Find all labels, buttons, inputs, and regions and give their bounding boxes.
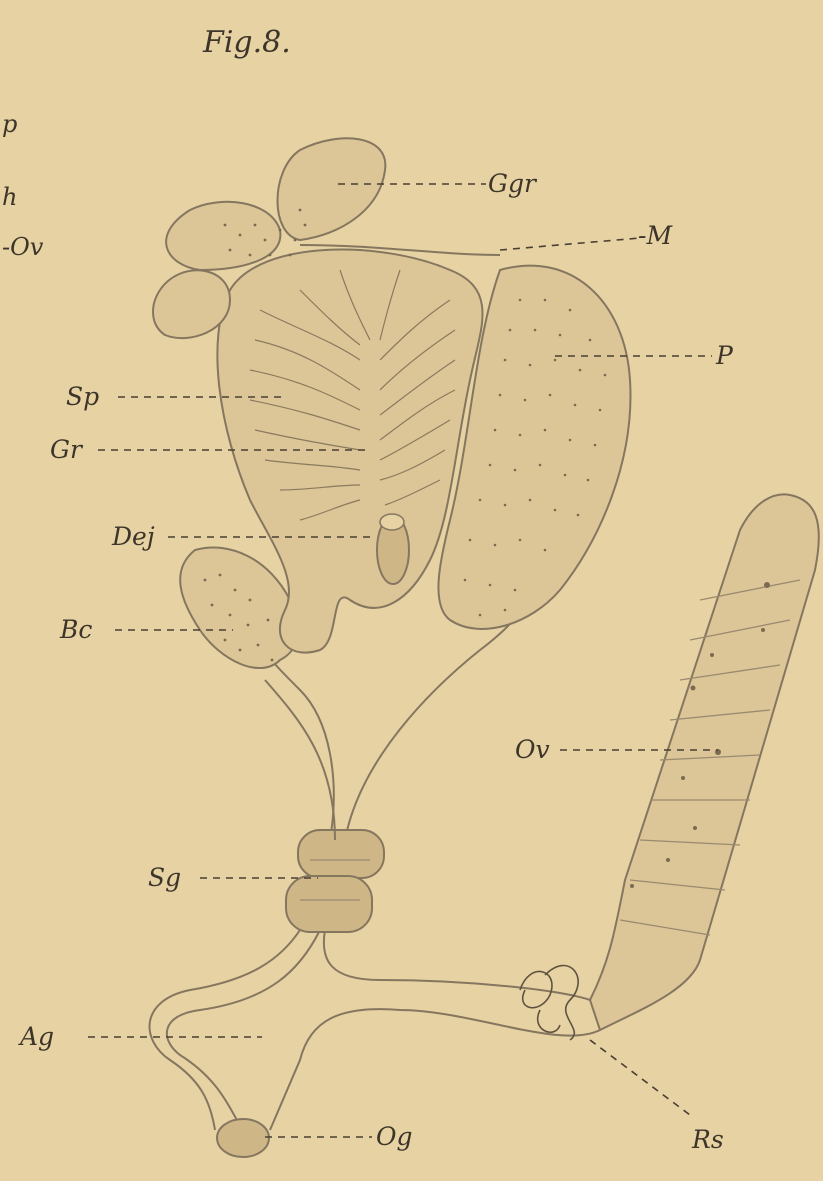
label-rs: Rs [691,1125,724,1154]
figure-title: Fig.8. [202,25,291,60]
ductus-ejaculatorius [377,514,409,584]
label-gr: Gr [50,435,84,464]
spermoviduct-gland [286,830,384,932]
oviduct [270,930,600,1130]
leader-rs [590,1040,690,1115]
label-og: Og [376,1122,413,1151]
edge-fragment-ov: -Ov [2,233,44,261]
label-ov: Ov [515,735,550,764]
label-dej: Dej [111,522,155,551]
label-sg: Sg [148,863,181,892]
label-ggr: Ggr [488,169,538,198]
oviduct-gland [217,1119,269,1157]
bursa-duct [265,680,335,840]
label-m: -M [638,221,673,250]
albumen-duct [150,930,320,1130]
label-ag: Ag [18,1022,54,1051]
edge-fragment-h: h [2,183,17,211]
label-sp: Sp [66,382,99,411]
edge-fragment-p: p [2,110,17,138]
label-bc: Bc [59,615,92,644]
ovary [590,494,819,1030]
label-p: P [715,341,734,370]
receptaculum-seminis [520,965,578,1040]
leader-m [500,238,640,250]
